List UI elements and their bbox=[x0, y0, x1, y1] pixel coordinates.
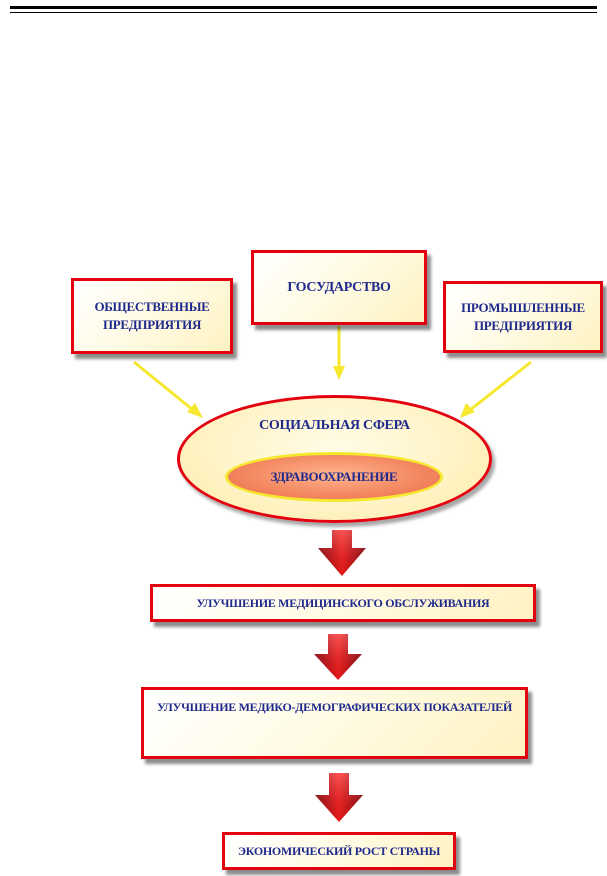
yellow-arrow-left bbox=[133, 360, 203, 418]
box-public-line2: ПРЕДПРИЯТИЯ bbox=[102, 317, 202, 332]
social-sphere-label: СОЦИАЛЬНАЯ СФЕРА bbox=[259, 418, 410, 433]
box-industrial-line2: ПРЕДПРИЯТИЯ bbox=[473, 318, 573, 333]
yellow-arrow-right bbox=[460, 360, 532, 418]
box-demographic-indicators-improvement: УЛУЧШЕНИЕ МЕДИКО-ДЕМОГРАФИЧЕСКИХ ПОКАЗАТ… bbox=[141, 687, 528, 759]
box-public-enterprises: ОБЩЕСТВЕННЫЕ ПРЕДПРИЯТИЯ bbox=[71, 278, 233, 354]
box-medical-service-improvement: УЛУЧШЕНИЕ МЕДИЦИНСКОГО ОБСЛУЖИВАНИЯ bbox=[150, 584, 536, 622]
box-economic-label: ЭКОНОМИЧЕСКИЙ РОСТ СТРАНЫ bbox=[237, 844, 441, 858]
box-public-line1: ОБЩЕСТВЕННЫЕ bbox=[94, 299, 210, 314]
box-medical-label: УЛУЧШЕНИЕ МЕДИЦИНСКОГО ОБСЛУЖИВАНИЯ bbox=[196, 596, 490, 610]
header-rule-thick bbox=[10, 6, 597, 9]
red-arrow-2 bbox=[314, 634, 362, 680]
healthcare-label: ЗДРАВООХРАНЕНИЕ bbox=[270, 469, 398, 484]
healthcare-ellipse: ЗДРАВООХРАНЕНИЕ bbox=[225, 452, 443, 502]
box-industrial-enterprises: ПРОМЫШЛЕННЫЕ ПРЕДПРИЯТИЯ bbox=[443, 281, 603, 353]
red-arrow-3 bbox=[315, 773, 363, 822]
yellow-arrow-center bbox=[333, 326, 345, 380]
box-demographic-label: УЛУЧШЕНИЕ МЕДИКО-ДЕМОГРАФИЧЕСКИХ ПОКАЗАТ… bbox=[157, 700, 512, 714]
box-economic-growth: ЭКОНОМИЧЕСКИЙ РОСТ СТРАНЫ bbox=[222, 832, 456, 870]
box-industrial-line1: ПРОМЫШЛЕННЫЕ bbox=[461, 300, 585, 315]
header-rule-thin bbox=[10, 12, 597, 13]
box-state-label: ГОСУДАРСТВО bbox=[287, 279, 391, 295]
box-state: ГОСУДАРСТВО bbox=[251, 250, 427, 325]
red-arrow-1 bbox=[318, 530, 366, 576]
